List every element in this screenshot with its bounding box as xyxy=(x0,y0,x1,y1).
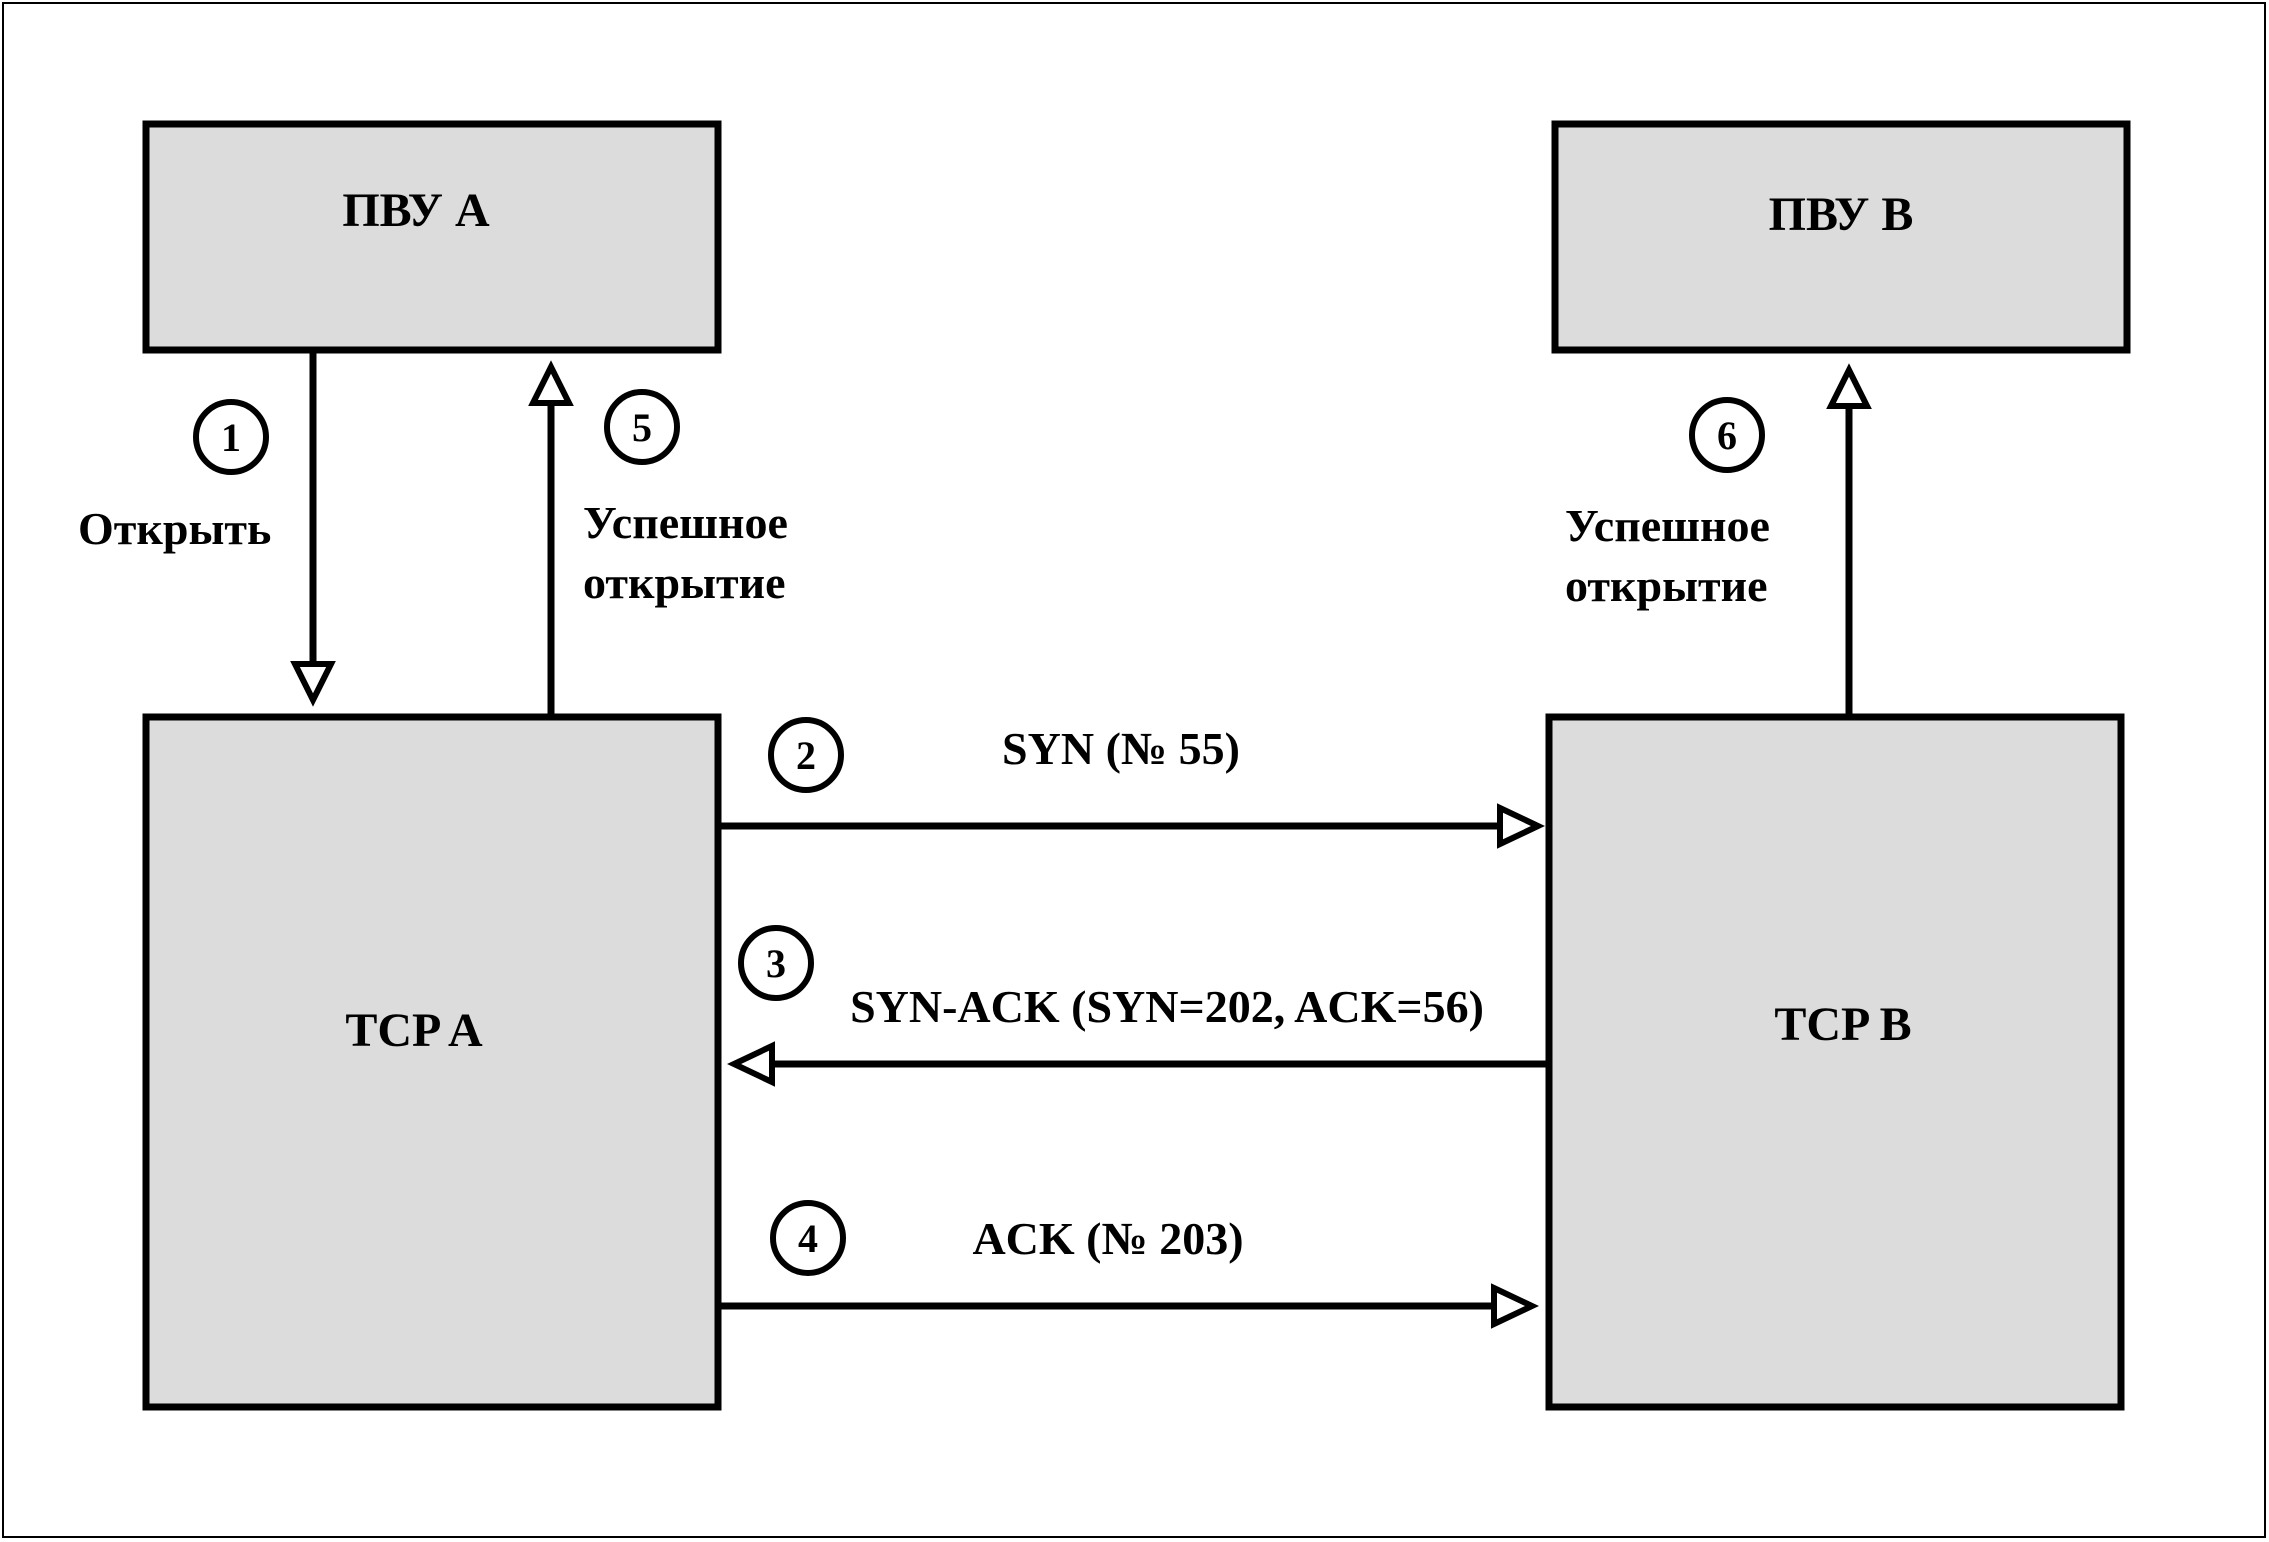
box-tcp-b: TCP B xyxy=(1545,713,2125,1411)
step-4-number: 4 xyxy=(798,1216,818,1261)
arrow-open xyxy=(290,350,336,707)
box-tcp-a-label: TCP A xyxy=(345,1004,483,1057)
step-3-marker: 3 xyxy=(738,925,814,1001)
arrow-syn xyxy=(718,803,1546,849)
arrow-success-b xyxy=(1826,363,1872,717)
step-5-label-line2: открытие xyxy=(583,557,786,608)
step-5-number: 5 xyxy=(632,405,652,450)
step-3-number: 3 xyxy=(766,941,786,986)
step-1-marker: 1 xyxy=(193,399,269,475)
step-3-label: SYN-ACK (SYN=202, ACK=56) xyxy=(850,981,1484,1032)
box-tcp-a: TCP A xyxy=(142,713,722,1411)
step-6-label-line2: открытие xyxy=(1565,560,1768,611)
step-2-number: 2 xyxy=(796,733,816,778)
step-2-label: SYN (№ 55) xyxy=(1002,723,1240,774)
box-pvu-a-label: ПВУ А xyxy=(342,184,490,237)
arrow-ack xyxy=(718,1283,1540,1329)
box-pvu-b: ПВУ В xyxy=(1551,120,2131,354)
arrow-syn-ack xyxy=(726,1041,1549,1087)
step-6-marker: 6 xyxy=(1689,397,1765,473)
box-tcp-b-label: TCP B xyxy=(1774,998,1911,1051)
step-6-label-line1: Успешное xyxy=(1565,500,1770,551)
step-5-label-line1: Успешное xyxy=(583,497,788,548)
arrow-success-a xyxy=(528,360,574,717)
step-4-label: ACK (№ 203) xyxy=(972,1213,1243,1264)
step-1-number: 1 xyxy=(221,415,241,460)
box-pvu-b-label: ПВУ В xyxy=(1769,188,1914,241)
step-1-label: Открыть xyxy=(78,503,271,554)
step-4-marker: 4 xyxy=(770,1200,846,1276)
step-5-marker: 5 xyxy=(604,389,680,465)
box-pvu-a: ПВУ А xyxy=(142,120,722,354)
step-2-marker: 2 xyxy=(768,717,844,793)
step-6-number: 6 xyxy=(1717,413,1737,458)
